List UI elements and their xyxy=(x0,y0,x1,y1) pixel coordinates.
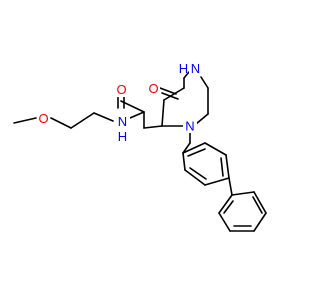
bond xyxy=(189,167,207,180)
hydrogen-label: H xyxy=(179,61,188,76)
oxygen-label: O xyxy=(116,82,126,97)
bond xyxy=(218,194,233,214)
bond xyxy=(159,87,177,95)
bond xyxy=(253,212,267,232)
atom-label-layer: O N H O O H N N xyxy=(37,61,202,144)
hydrogen-label: H xyxy=(118,129,127,144)
bond xyxy=(161,99,165,127)
nitrogen-label: N xyxy=(185,119,194,134)
label-background xyxy=(115,115,130,129)
bond xyxy=(182,152,186,171)
label-background xyxy=(189,62,202,76)
bond-layer xyxy=(13,71,267,232)
bond xyxy=(50,117,72,129)
bond xyxy=(195,113,209,125)
bond xyxy=(204,177,230,186)
bond xyxy=(220,157,224,177)
bond xyxy=(253,191,267,214)
bond xyxy=(200,76,209,89)
bond xyxy=(120,100,145,113)
label-background xyxy=(37,112,50,126)
bond xyxy=(143,125,163,129)
bond xyxy=(225,154,230,179)
bond xyxy=(70,112,95,129)
oxygen-label: O xyxy=(148,81,158,96)
bond xyxy=(231,191,255,196)
bond xyxy=(228,177,233,196)
label-background xyxy=(115,83,128,97)
bond xyxy=(184,169,206,186)
bond xyxy=(204,142,227,156)
label-background xyxy=(147,82,160,96)
bond xyxy=(218,212,231,232)
bond xyxy=(182,142,191,154)
bond xyxy=(187,148,206,157)
label-background xyxy=(183,119,197,133)
oxygen-label: O xyxy=(38,111,48,126)
bond xyxy=(183,71,190,79)
structure-canvas: O N H O O H N N xyxy=(13,61,267,232)
bond xyxy=(129,111,145,119)
bond xyxy=(182,142,206,154)
bond xyxy=(161,92,179,100)
bond xyxy=(93,112,114,122)
bond xyxy=(13,117,37,124)
molecule-structure: O N H O O H N N xyxy=(13,61,267,232)
bond xyxy=(223,200,234,214)
nitrogen-label: N xyxy=(191,61,200,76)
nitrogen-label: N xyxy=(118,114,127,129)
bond xyxy=(252,196,263,214)
